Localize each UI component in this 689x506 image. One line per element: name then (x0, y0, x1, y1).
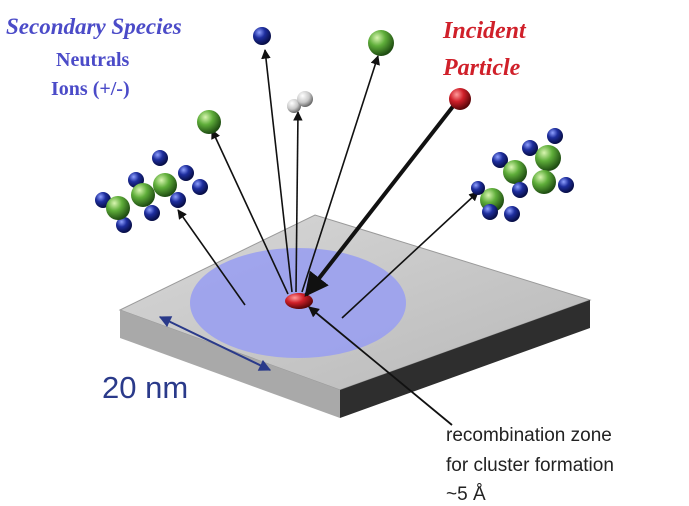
left-cluster (95, 150, 208, 233)
incident-particle (449, 88, 471, 110)
scale-arrow (158, 316, 272, 371)
arrow-to-white-molecule (293, 111, 303, 293)
neutrals-label: Neutrals (56, 49, 130, 71)
incident-particle-label-line2: Particle (443, 55, 521, 81)
incident-trajectory-arrow (304, 98, 460, 297)
green-atom-top (368, 30, 394, 56)
plate-right-face (340, 300, 590, 418)
recombination-zone-label-line3: ~5 Å (446, 484, 486, 505)
blue-atom (253, 27, 271, 45)
ejection-arrows (177, 49, 479, 319)
arrow-to-left-cluster (177, 209, 246, 306)
secondary-species-label: Secondary Species (6, 14, 182, 39)
recombination-zone-label-line1: recombination zone (446, 425, 612, 446)
arrow-to-green-atom-top (301, 55, 380, 293)
arrow-to-blue-atom (261, 49, 293, 293)
green-atom-left (197, 110, 221, 134)
incident-particle-label-line1: Incident (443, 18, 526, 44)
scale-label: 20 nm (102, 370, 189, 405)
substrate-plate (118, 214, 592, 418)
recombination-leader-arrow (308, 306, 453, 426)
ions-label: Ions (+/-) (51, 78, 130, 100)
arrow-to-right-cluster (341, 191, 479, 319)
right-cluster (471, 128, 574, 222)
white-molecule (287, 91, 313, 113)
arrow-to-green-atom-left (211, 129, 289, 295)
recombination-zone-spot (285, 293, 313, 309)
recombination-zone-label-line2: for cluster formation (446, 455, 614, 476)
